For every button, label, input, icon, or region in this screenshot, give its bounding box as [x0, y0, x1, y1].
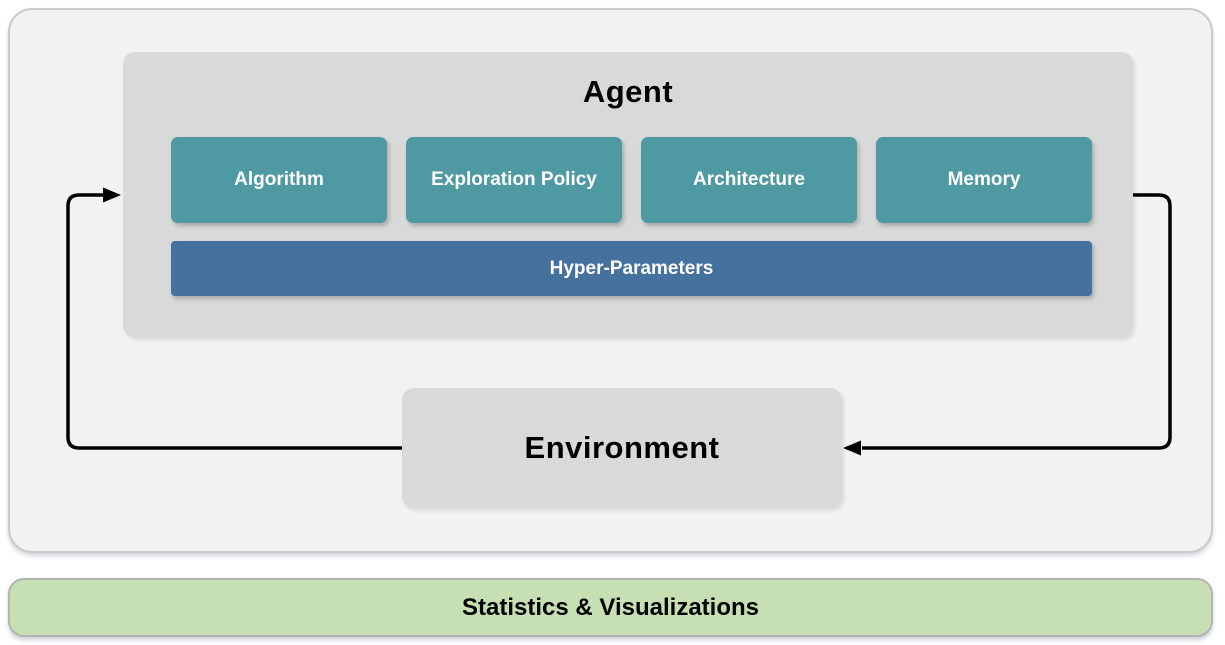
agent-module-row: Algorithm Exploration Policy Architectur…: [171, 137, 1092, 223]
module-memory: Memory: [876, 137, 1092, 223]
module-architecture: Architecture: [641, 137, 857, 223]
module-algorithm: Algorithm: [171, 137, 387, 223]
environment-title: Environment: [524, 430, 720, 465]
module-exploration-policy: Exploration Policy: [406, 137, 622, 223]
agent-box: Agent Algorithm Exploration Policy Archi…: [123, 52, 1133, 337]
statistics-visualizations-label: Statistics & Visualizations: [462, 593, 759, 621]
hyper-parameters-box: Hyper-Parameters: [171, 241, 1092, 296]
environment-box: Environment: [402, 388, 842, 508]
agent-title: Agent: [582, 74, 674, 109]
statistics-visualizations-bar: Statistics & Visualizations: [8, 578, 1213, 637]
